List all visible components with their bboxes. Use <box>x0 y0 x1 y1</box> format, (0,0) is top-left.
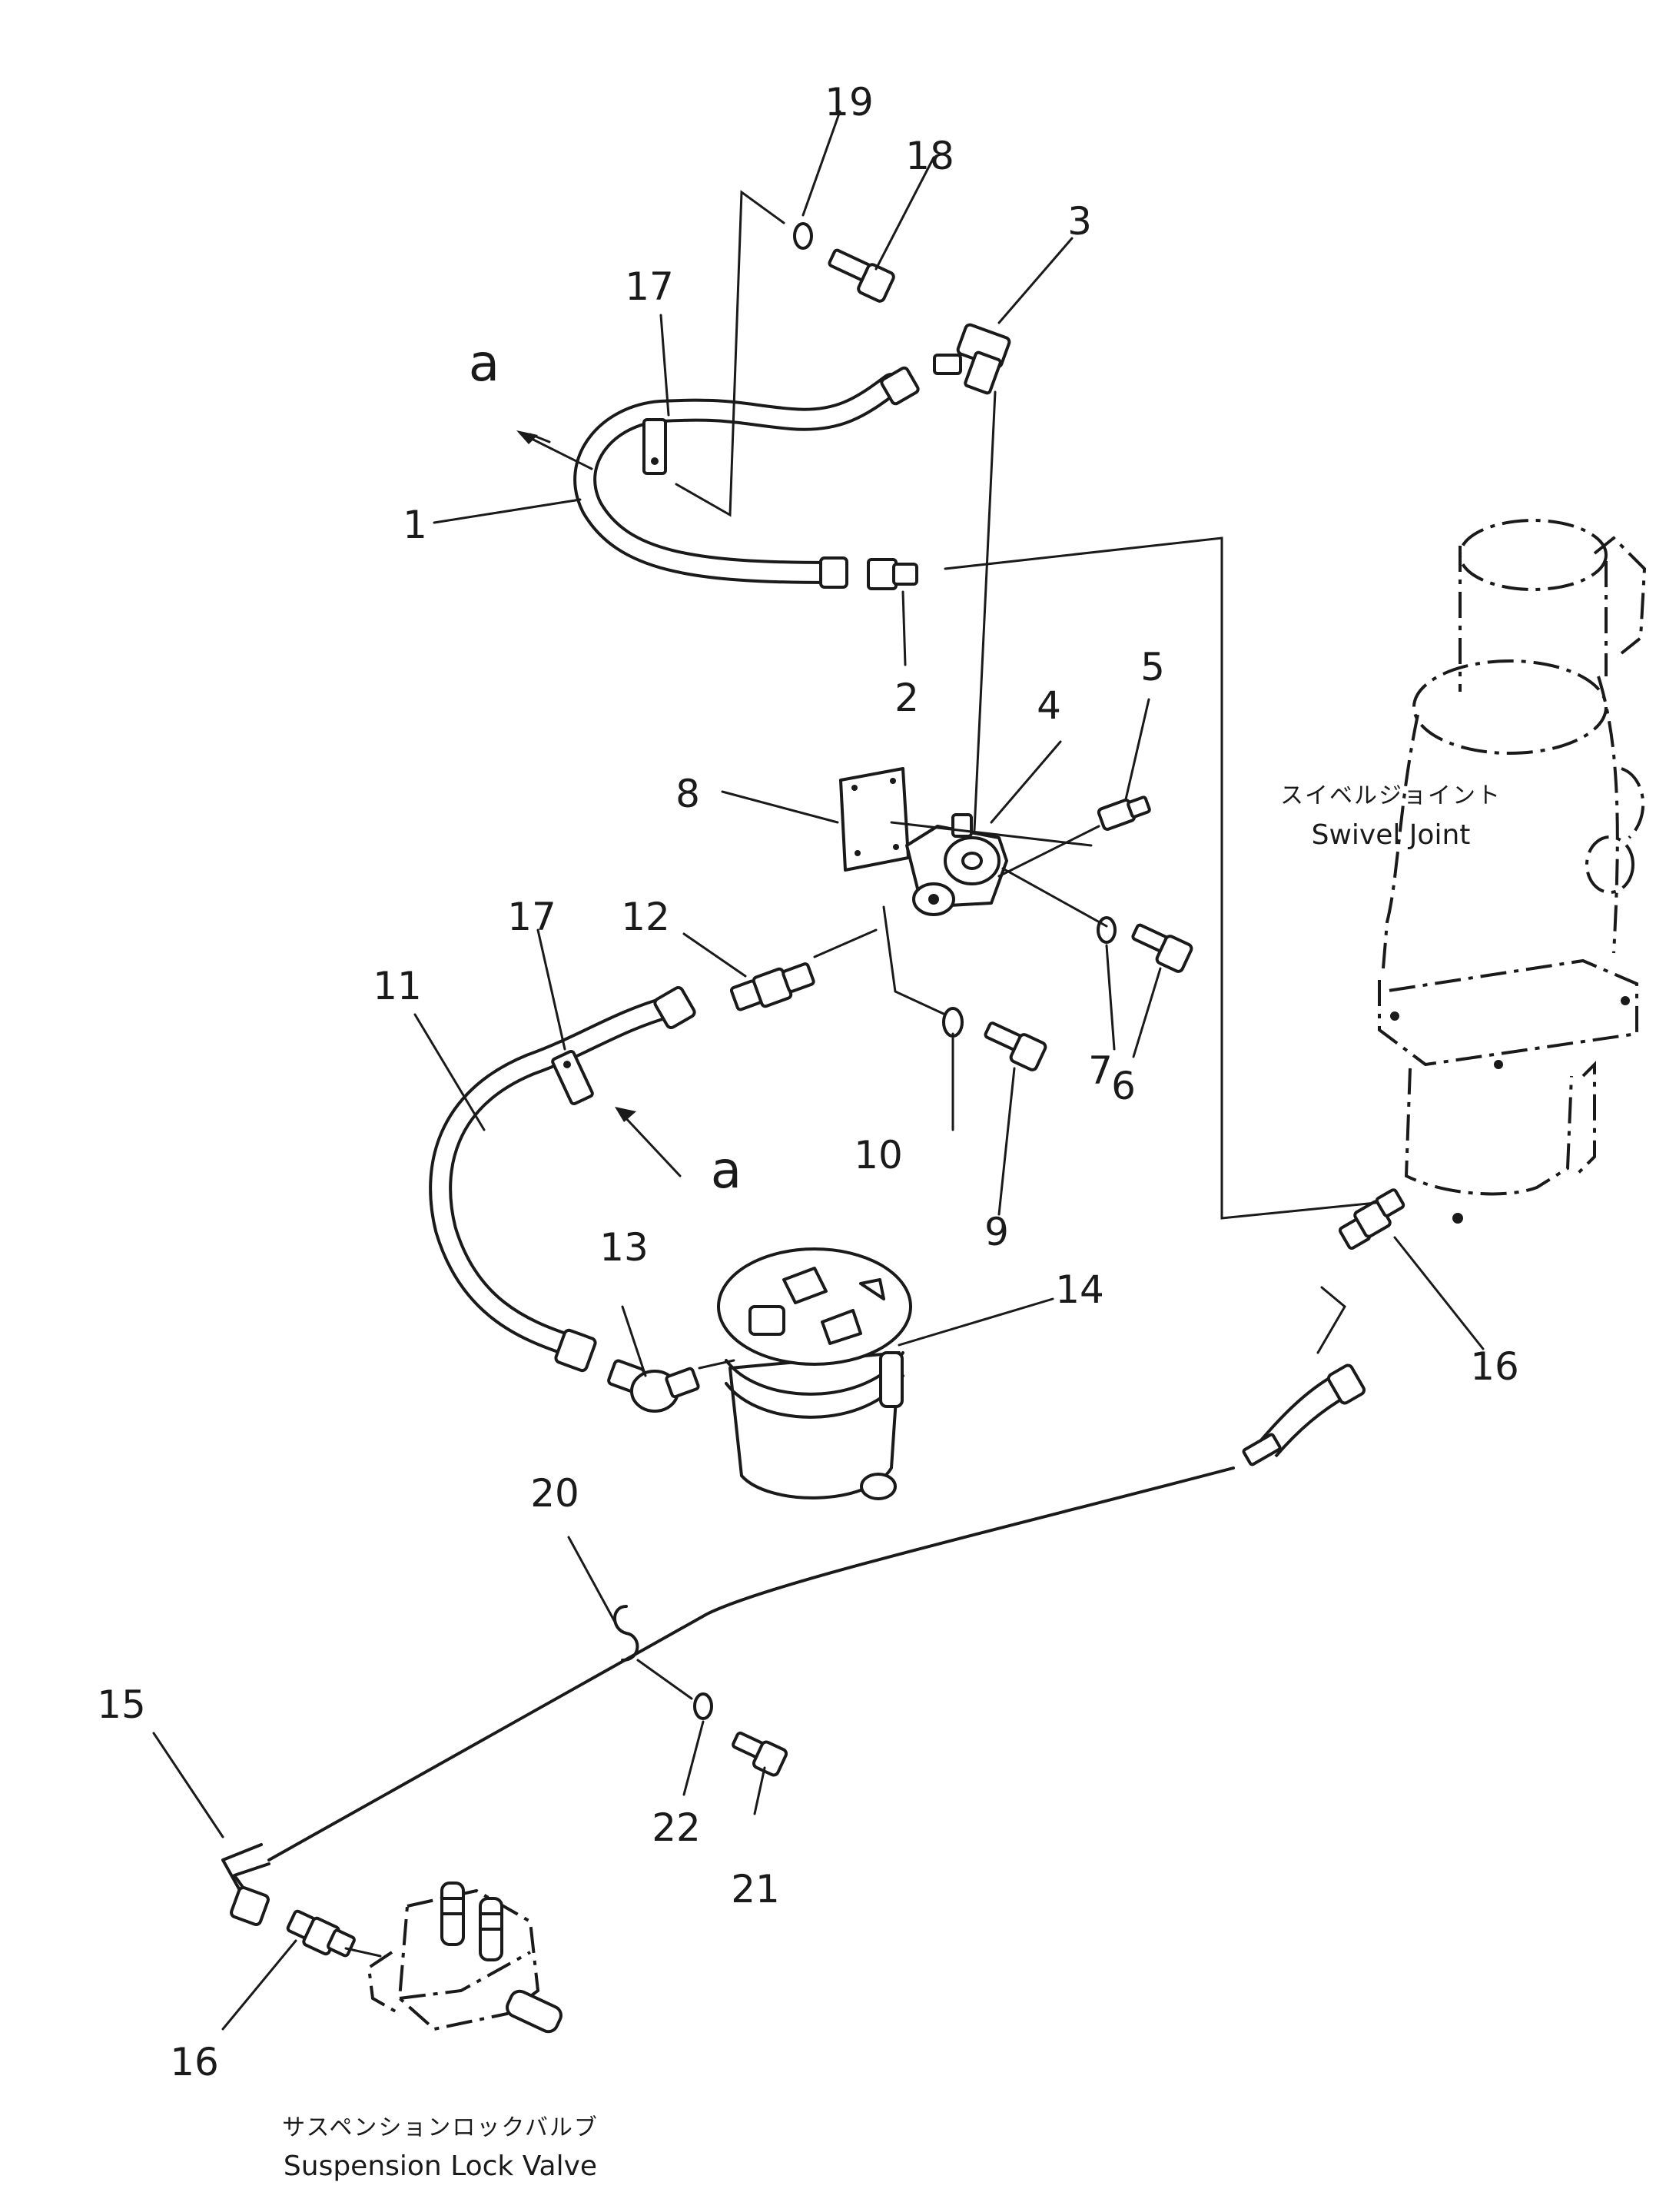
label-16-right: 16 <box>1470 1344 1519 1389</box>
washer-7 <box>1097 916 1117 944</box>
chamber-14 <box>717 1247 912 1500</box>
label-15: 15 <box>97 1682 146 1727</box>
hose-1 <box>573 366 920 589</box>
washer-10 <box>942 1007 964 1038</box>
label-12: 12 <box>621 895 670 939</box>
hose-1-upper-nut <box>880 366 920 406</box>
label-14: 14 <box>1055 1267 1104 1312</box>
label-10: 10 <box>854 1133 903 1177</box>
elbow-3 <box>933 323 1011 395</box>
label-4: 4 <box>1037 683 1061 728</box>
suspension-lock-valve <box>367 1882 563 2034</box>
bracket-8-holes <box>851 778 899 856</box>
hose-11-upper-nut <box>653 986 696 1029</box>
label-9: 9 <box>984 1210 1009 1254</box>
tube-15 <box>221 1363 1366 1926</box>
label-21: 21 <box>731 1867 780 1911</box>
label-6: 6 <box>1111 1064 1136 1108</box>
bracket-8 <box>839 767 910 872</box>
label-17-upper: 17 <box>625 264 674 309</box>
connector-16-left <box>286 1909 356 1958</box>
fitting-2 <box>867 558 918 590</box>
part-numbers: 19 18 3 17 a 1 2 4 5 8 12 17 11 7 6 10 a… <box>97 80 1519 2084</box>
valve-4 <box>905 813 1008 916</box>
clip-20 <box>613 1605 639 1662</box>
hose-11-lower-nut <box>554 1328 597 1373</box>
arrow-a-upper <box>516 430 538 444</box>
arrow-a-lower <box>615 1107 636 1122</box>
bolt-9 <box>984 1021 1047 1071</box>
label-18: 18 <box>905 134 954 178</box>
adapter-12 <box>729 962 815 1011</box>
label-1: 1 <box>403 503 427 547</box>
label-a-lower: a <box>711 1141 742 1200</box>
label-3: 3 <box>1067 199 1092 244</box>
label-5: 5 <box>1140 645 1165 689</box>
label-11: 11 <box>373 964 422 1008</box>
swivel-joint <box>1378 519 1647 1224</box>
swivel-joint-label-en: Swivel Joint <box>1312 819 1471 851</box>
label-20: 20 <box>530 1471 579 1516</box>
label-2: 2 <box>894 676 919 720</box>
label-8: 8 <box>675 772 700 816</box>
bolt-18 <box>828 248 895 303</box>
valve-label-en: Suspension Lock Valve <box>284 2151 597 2182</box>
clamp-17-upper <box>642 418 667 475</box>
label-13: 13 <box>599 1225 649 1270</box>
label-7: 7 <box>1088 1048 1113 1093</box>
elbow-13 <box>607 1359 700 1413</box>
label-22: 22 <box>652 1805 701 1850</box>
plug-5 <box>1097 795 1151 831</box>
leader-lines <box>152 110 1485 2031</box>
bolt-6 <box>1131 923 1193 973</box>
hose-1-lower-nut <box>819 556 848 589</box>
bolt-21 <box>732 1731 788 1777</box>
washer-19 <box>793 222 813 250</box>
clamp-17-lower <box>551 1049 594 1106</box>
label-16-left: 16 <box>170 2040 219 2084</box>
label-a-upper: a <box>469 334 499 393</box>
label-17-lower: 17 <box>507 895 556 939</box>
connector-16-right <box>1338 1188 1405 1250</box>
reference-lines <box>344 190 1377 1958</box>
washer-22 <box>693 1692 713 1720</box>
label-19: 19 <box>825 80 874 125</box>
hose-11 <box>429 986 696 1373</box>
valve-label-jp: サスペンションロックバルブ <box>282 2114 599 2141</box>
swivel-joint-label-jp: スイベルジョイント <box>1280 782 1502 809</box>
